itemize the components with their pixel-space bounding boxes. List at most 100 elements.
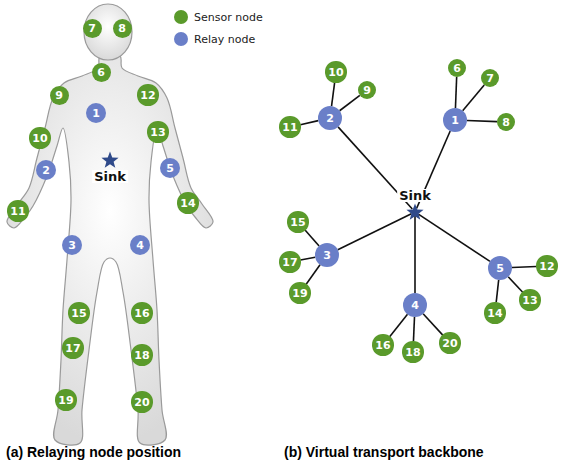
node-number: 9 bbox=[55, 90, 63, 101]
sensor-node: 10 bbox=[325, 61, 346, 82]
relay-node: 5 bbox=[488, 256, 512, 280]
link-line bbox=[390, 314, 408, 336]
legend-text: Sensor node bbox=[194, 11, 263, 24]
node-number: 11 bbox=[10, 206, 25, 217]
sensor-node: 17 bbox=[62, 337, 83, 358]
link-line bbox=[340, 95, 360, 110]
link-line bbox=[300, 121, 318, 125]
node-number: 2 bbox=[326, 113, 334, 124]
legend-entry: Relay node bbox=[174, 32, 255, 46]
link-line bbox=[418, 214, 490, 261]
figure-caption: (a) Relaying node position bbox=[6, 444, 181, 460]
relay-node: 4 bbox=[403, 293, 427, 317]
sensor-node: 18 bbox=[402, 341, 423, 362]
link-line bbox=[512, 266, 536, 267]
relay-node: 1 bbox=[443, 108, 467, 132]
node-number: 10 bbox=[32, 133, 47, 144]
node-number: 9 bbox=[363, 85, 371, 96]
sensor-node: 20 bbox=[131, 391, 152, 412]
sensor-node: 10 bbox=[29, 127, 50, 148]
node-number: 1 bbox=[92, 108, 100, 119]
link-line bbox=[413, 317, 414, 341]
node-number: 7 bbox=[88, 23, 96, 34]
node-number: 15 bbox=[290, 217, 305, 228]
node-number: 7 bbox=[486, 73, 494, 84]
node-number: 3 bbox=[323, 250, 331, 261]
relay-node: 5 bbox=[160, 158, 180, 178]
node-number: 5 bbox=[166, 163, 174, 174]
node-number: 14 bbox=[180, 198, 195, 209]
relay-node: 2 bbox=[318, 106, 342, 130]
relay-node: 3 bbox=[62, 235, 82, 255]
sensor-node: 12 bbox=[137, 84, 158, 105]
legend-swatch bbox=[174, 10, 188, 24]
link-line bbox=[496, 280, 498, 302]
node-number: 4 bbox=[411, 300, 419, 311]
link-line bbox=[300, 257, 315, 260]
link-line bbox=[467, 120, 497, 121]
relay-node: 2 bbox=[36, 160, 56, 180]
node-number: 11 bbox=[282, 122, 297, 133]
sensor-node: 8 bbox=[113, 19, 132, 38]
node-number: 10 bbox=[328, 67, 343, 78]
sink-label: Sink bbox=[397, 189, 433, 202]
link-line bbox=[306, 265, 320, 285]
link-line bbox=[338, 214, 412, 250]
node-number: 19 bbox=[58, 395, 73, 406]
node-number: 16 bbox=[375, 340, 390, 351]
relay-node: 4 bbox=[130, 235, 150, 255]
sensor-node: 16 bbox=[372, 334, 393, 355]
node-number: 6 bbox=[453, 63, 461, 74]
sensor-node: 9 bbox=[50, 86, 69, 105]
legend-text: Relay node bbox=[194, 33, 255, 46]
sink-node: Sink bbox=[101, 151, 119, 169]
link-line bbox=[423, 314, 443, 335]
node-number: 4 bbox=[136, 240, 144, 251]
legend-swatch bbox=[174, 32, 188, 46]
node-number: 14 bbox=[487, 308, 502, 319]
sensor-node: 15 bbox=[68, 302, 89, 323]
link-line bbox=[414, 216, 416, 293]
sensor-node: 18 bbox=[131, 344, 152, 365]
node-number: 17 bbox=[282, 257, 297, 268]
sink-star bbox=[406, 203, 424, 221]
node-number: 15 bbox=[71, 308, 86, 319]
sensor-node: 7 bbox=[481, 69, 499, 87]
sensor-node: 19 bbox=[289, 282, 310, 303]
link-line bbox=[332, 83, 335, 107]
sensor-node: 13 bbox=[519, 289, 540, 310]
sensor-node: 17 bbox=[279, 251, 300, 272]
sensor-node: 15 bbox=[287, 211, 308, 232]
sensor-node: 14 bbox=[484, 302, 505, 323]
node-number: 13 bbox=[522, 295, 537, 306]
sensor-node: 11 bbox=[279, 116, 300, 137]
legend-entry: Sensor node bbox=[174, 10, 263, 24]
node-number: 13 bbox=[150, 127, 165, 138]
sensor-node: 19 bbox=[55, 389, 76, 410]
node-number: 16 bbox=[134, 308, 149, 319]
body-outline bbox=[7, 54, 213, 445]
node-number: 2 bbox=[42, 165, 50, 176]
relay-node: 1 bbox=[86, 103, 106, 123]
node-number: 1 bbox=[451, 115, 459, 126]
sensor-node: 9 bbox=[358, 81, 376, 99]
node-number: 20 bbox=[442, 338, 457, 349]
sensor-node: 7 bbox=[83, 19, 102, 38]
sensor-node: 13 bbox=[147, 121, 168, 142]
node-number: 8 bbox=[502, 117, 510, 128]
link-line bbox=[508, 277, 523, 292]
node-number: 12 bbox=[140, 90, 155, 101]
figure-caption: (b) Virtual transport backbone bbox=[284, 444, 484, 460]
link-line bbox=[455, 77, 456, 108]
node-number: 12 bbox=[539, 261, 554, 272]
sensor-node: 8 bbox=[497, 113, 515, 131]
sensor-node: 6 bbox=[448, 59, 466, 77]
link-line bbox=[463, 85, 485, 111]
sink-node: Sink bbox=[406, 203, 424, 221]
node-number: 3 bbox=[68, 240, 76, 251]
sink-star bbox=[101, 151, 119, 169]
node-number: 19 bbox=[292, 288, 307, 299]
head-outline bbox=[84, 4, 132, 60]
